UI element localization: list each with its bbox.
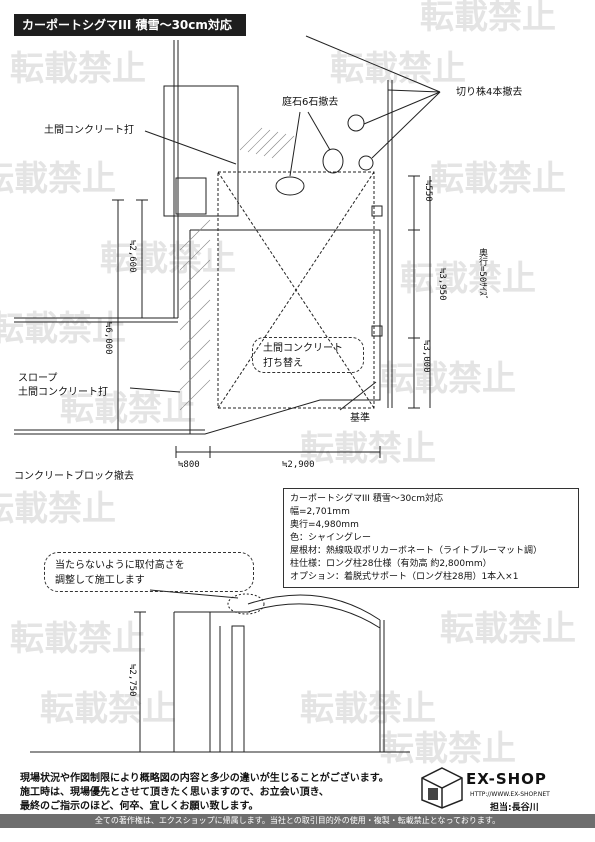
spec-box: カーポートシグマIII 積雪～30cm対応 幅=2,701mm 奥行=4,980… (283, 488, 579, 588)
notes: 現場状況や作図制限により概略図の内容と多少の違いが生じることがございます。 施工… (20, 772, 389, 814)
svg-text:転載禁止: 転載禁止 (300, 429, 436, 469)
logo-name: EX-SHOP (466, 770, 547, 788)
spec-post: 柱仕様：ロング柱28仕様（有効高 約2,800mm） (290, 559, 492, 569)
svg-text:転載禁止: 転載禁止 (0, 309, 126, 349)
dim-2900: ≒2,900 (282, 460, 315, 470)
note-line-1: 現場状況や作図制限により概略図の内容と多少の違いが生じることがございます。 (20, 773, 389, 784)
label-slab: 土間コンクリート打 (44, 125, 134, 136)
label-depth: 奥行=50ｻｲｽﾞ (477, 248, 487, 301)
spec-option: オプション：着脱式サポート（ロング柱28用）1本入×1 (290, 572, 519, 582)
svg-text:転載禁止: 転載禁止 (380, 359, 516, 399)
svg-text:転載禁止: 転載禁止 (380, 729, 516, 769)
dim-2750: ≒2,750 (127, 664, 137, 697)
label-slope-1: スロープ (18, 373, 58, 384)
label-slab-redo-2: 打ち替え (263, 358, 303, 369)
logo-cube-icon (421, 767, 463, 809)
spec-depth: 奥行=4,980mm (290, 520, 359, 530)
watermark: 転載禁止 転載禁止 転載禁止 転載禁止 転載禁止 転載禁止 転載禁止 転載禁止 … (0, 0, 576, 769)
label-block: コンクリートブロック撤去 (14, 471, 134, 482)
svg-text:転載禁止: 転載禁止 (0, 159, 116, 199)
svg-text:転載禁止: 転載禁止 (0, 489, 116, 529)
svg-text:転載禁止: 転載禁止 (60, 389, 196, 429)
svg-text:転載禁止: 転載禁止 (440, 609, 576, 649)
svg-text:転載禁止: 転載禁止 (10, 619, 146, 659)
label-slab-redo-1: 土間コンクリート (263, 343, 343, 354)
dim-3950: ≒3,950 (437, 268, 447, 301)
copyright-footer: 全ての著作権は、エクスショップに帰属します。当社との取引目的外の使用・複製・転載… (0, 814, 595, 828)
svg-text:転載禁止: 転載禁止 (430, 159, 566, 199)
note-line-2: 施工時は、現場優先とさせて頂きたく思いますので、お立会い頂き、 (20, 787, 329, 798)
staff-name: 担当:長谷川 (490, 803, 539, 813)
elevation-callout: 当たらないように取付高さを 調整して施工します (44, 552, 254, 592)
callout-line-2: 調整して施工します (55, 575, 145, 586)
callout-line-1: 当たらないように取付高さを (55, 560, 185, 571)
svg-text:転載禁止: 転載禁止 (300, 689, 436, 729)
slab-redo-callout: 土間コンクリート 打ち替え (252, 337, 364, 373)
spec-roof: 屋根材：熱線吸収ポリカーボネート（ライトブルーマット調） (290, 546, 543, 556)
label-base: 基準 (350, 413, 370, 424)
svg-text:転載禁止: 転載禁止 (100, 239, 236, 279)
dim-550: ≒550 (423, 180, 433, 202)
svg-text:転載禁止: 転載禁止 (10, 49, 146, 89)
page-title: カーポートシグマIII 積雪～30cm対応 (14, 14, 246, 36)
logo-url: HTTP://WWW.EX-SHOP.NET (470, 791, 550, 798)
spec-color: 色：シャイングレー (290, 533, 372, 543)
spec-width: 幅=2,701mm (290, 507, 350, 517)
note-line-3: 最終のご指示のほど、何卒、宜しくお願い致します。 (20, 801, 259, 812)
svg-text:転載禁止: 転載禁止 (420, 0, 556, 37)
svg-text:転載禁止: 転載禁止 (40, 689, 176, 729)
label-stumps: 切り株4本撤去 (456, 87, 523, 98)
dim-3000: ≒3,000 (421, 340, 431, 373)
svg-text:転載禁止: 転載禁止 (400, 259, 536, 299)
dim-2600: ≒2,600 (127, 240, 137, 273)
label-slope-2: 土間コンクリート打 (18, 387, 108, 398)
spec-title: カーポートシグマIII 積雪～30cm対応 (290, 494, 443, 504)
label-stones: 庭石6石撤去 (282, 97, 339, 108)
dim-800: ≒800 (178, 460, 200, 470)
dim-6000: ≒6,000 (103, 322, 113, 355)
